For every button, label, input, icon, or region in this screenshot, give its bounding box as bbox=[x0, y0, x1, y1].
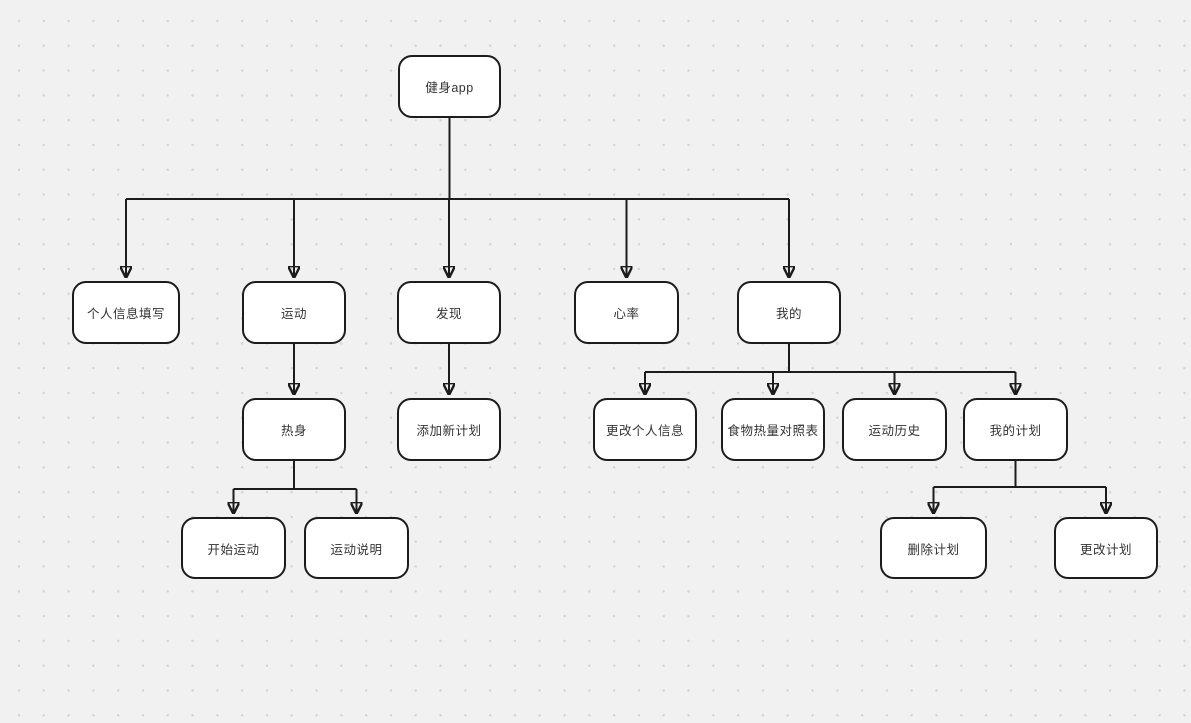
node-my-plan-label: 我的计划 bbox=[989, 424, 1042, 438]
node-exercise-label: 运动 bbox=[280, 307, 307, 321]
node-exercise-instructions[interactable]: 运动说明 bbox=[304, 517, 409, 579]
node-start-exercise-label: 开始运动 bbox=[207, 542, 260, 557]
node-change-personal-info-label: 更改个人信息 bbox=[605, 424, 684, 438]
node-discover-label: 发现 bbox=[435, 307, 462, 321]
node-mine[interactable]: 我的 bbox=[737, 281, 841, 344]
node-food-calorie-table-label: 食物热量对照表 bbox=[727, 424, 819, 438]
node-fitness-app-label: 健身app bbox=[425, 81, 474, 95]
node-heart-rate[interactable]: 心率 bbox=[574, 281, 679, 344]
node-change-plan[interactable]: 更改计划 bbox=[1054, 517, 1158, 579]
node-exercise-history-label: 运动历史 bbox=[868, 424, 921, 438]
node-personal-info-label: 个人信息填写 bbox=[86, 307, 165, 321]
node-mine-label: 我的 bbox=[775, 307, 802, 321]
node-add-new-plan[interactable]: 添加新计划 bbox=[397, 398, 501, 461]
node-exercise[interactable]: 运动 bbox=[242, 281, 346, 344]
node-change-personal-info[interactable]: 更改个人信息 bbox=[593, 398, 697, 461]
node-exercise-instructions-label: 运动说明 bbox=[330, 542, 383, 557]
connector-mine-bus bbox=[645, 344, 1016, 373]
node-discover[interactable]: 发现 bbox=[397, 281, 501, 344]
node-food-calorie-table[interactable]: 食物热量对照表 bbox=[721, 398, 825, 461]
node-start-exercise[interactable]: 开始运动 bbox=[181, 517, 286, 579]
node-change-plan-label: 更改计划 bbox=[1079, 542, 1132, 557]
node-delete-plan[interactable]: 删除计划 bbox=[880, 517, 987, 579]
node-heart-rate-label: 心率 bbox=[613, 307, 640, 321]
connector-my-plan-bus bbox=[933, 461, 1106, 488]
node-add-new-plan-label: 添加新计划 bbox=[416, 424, 482, 438]
node-personal-info[interactable]: 个人信息填写 bbox=[72, 281, 180, 344]
node-my-plan[interactable]: 我的计划 bbox=[963, 398, 1068, 461]
connector-root-bus bbox=[126, 118, 789, 200]
node-warm-up-label: 热身 bbox=[280, 424, 307, 438]
node-fitness-app[interactable]: 健身app bbox=[398, 55, 501, 118]
node-delete-plan-label: 删除计划 bbox=[907, 542, 960, 557]
node-exercise-history[interactable]: 运动历史 bbox=[842, 398, 947, 461]
connector-warm-up-bus bbox=[233, 461, 357, 490]
node-warm-up[interactable]: 热身 bbox=[242, 398, 346, 461]
